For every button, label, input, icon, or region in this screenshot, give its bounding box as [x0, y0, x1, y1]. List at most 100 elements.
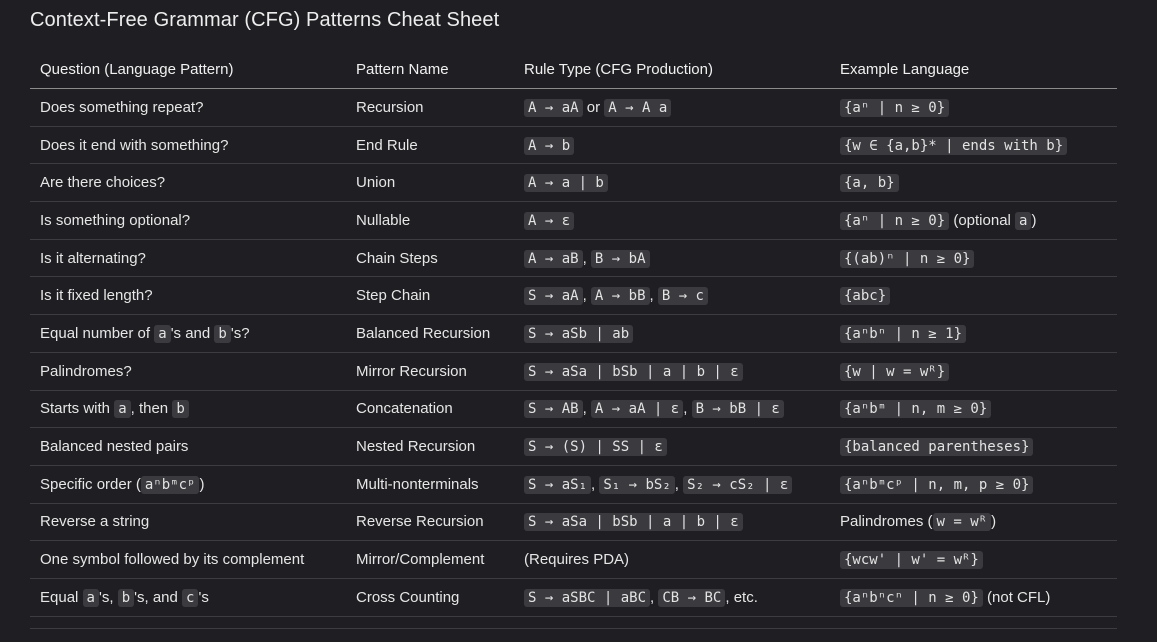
text-segment: 's, and	[134, 588, 183, 606]
text-segment: ,	[683, 400, 692, 418]
header-rule-type: Rule Type (CFG Production)	[514, 50, 830, 89]
text-segment: 's?	[230, 324, 250, 342]
pattern-name-cell: Nullable	[346, 201, 514, 240]
pattern-name-cell: Mirror/Complement	[346, 540, 514, 579]
inline-code: aⁿbᵐcᵖ	[140, 475, 200, 494]
table-row: Equal number of a's and b's?Balanced Rec…	[30, 314, 1117, 353]
inline-code: S → aSBC | aBC	[524, 588, 651, 607]
pattern-name-cell: Multi-nonterminals	[346, 465, 514, 504]
text-segment: Equal number of	[40, 324, 155, 342]
example-cell: {a, b}	[830, 163, 1117, 203]
inline-code: A → aA	[524, 98, 583, 117]
text-segment: Palindromes (	[840, 513, 933, 531]
question-cell: Palindromes?	[30, 352, 346, 391]
rule-cell: S → aS₁, S₁ → bS₂, S₂ → cS₂ | ε	[514, 465, 830, 504]
inline-code: S → aSa | bSb | a | b | ε	[524, 362, 743, 381]
inline-code: w = wᴿ	[932, 513, 992, 532]
inline-code: A → ε	[524, 211, 575, 230]
text-segment: Is something optional?	[40, 211, 191, 229]
rule-cell: S → aSa | bSb | a | b | ε	[514, 503, 830, 542]
inline-code: {abc}	[840, 287, 891, 306]
question-cell: Equal a's, b's, and c's	[30, 578, 346, 617]
text-segment: ,	[582, 287, 591, 305]
rule-cell: A → aA or A → A a	[514, 88, 830, 127]
pattern-name-cell: Nested Recursion	[346, 427, 514, 466]
table-row: Palindromes? Mirror Recursion S → aSa | bS…	[30, 352, 1117, 391]
inline-code: {w | w = wᴿ}	[840, 362, 950, 381]
question-cell: Is something optional?	[30, 201, 346, 240]
pattern-name-cell: Chain Steps	[346, 239, 514, 278]
question-cell: Are there choices?	[30, 163, 346, 203]
example-cell: {aⁿbⁿcⁿ | n ≥ 0} (not CFL)	[830, 578, 1117, 617]
text-segment: ,	[591, 475, 600, 493]
inline-code: S₁ → bS₂	[599, 475, 675, 494]
example-cell: {aⁿbⁿ | n ≥ 1}	[830, 314, 1117, 353]
inline-code: A → A a	[604, 98, 672, 117]
pattern-name-cell: End Rule	[346, 126, 514, 165]
text-segment: Specific order (	[40, 475, 141, 493]
text-segment: Equal	[40, 588, 83, 606]
text-segment: (Requires PDA)	[524, 551, 630, 569]
text-segment: (not CFL)	[982, 588, 1051, 606]
example-cell: {(ab)ⁿ | n ≥ 0}	[830, 239, 1117, 278]
inline-code: {(ab)ⁿ | n ≥ 0}	[840, 249, 975, 268]
text-segment: or	[582, 98, 605, 116]
question-cell: One symbol followed by its complement	[30, 540, 346, 579]
text-segment: 's,	[98, 588, 118, 606]
inline-code: {aⁿbᵐcᵖ | n, m, p ≥ 0}	[840, 475, 1034, 494]
inline-code: a	[82, 588, 99, 607]
question-cell: Equal number of a's and b's?	[30, 314, 346, 353]
rule-cell: A → ε	[514, 201, 830, 240]
inline-code: a	[1015, 211, 1032, 230]
rule-cell: A → a | b	[514, 163, 830, 203]
pattern-name-cell: Concatenation	[346, 390, 514, 429]
pattern-name-cell: Mirror Recursion	[346, 352, 514, 391]
example-cell: Palindromes (w = wᴿ)	[830, 503, 1117, 542]
inline-code: c	[182, 588, 199, 607]
text-segment: (optional	[949, 211, 1016, 229]
rule-cell: S → aSBC | aBC, CB → BC, etc.	[514, 578, 830, 617]
rule-cell: S → aSa | bSb | a | b | ε	[514, 352, 830, 391]
question-cell: Is it fixed length?	[30, 276, 346, 316]
text-segment: ,	[582, 400, 591, 418]
text-segment: Are there choices?	[40, 174, 166, 192]
inline-code: S → aSa | bSb | a | b | ε	[524, 513, 743, 532]
inline-code: b	[117, 588, 135, 607]
text-segment: ,	[674, 475, 684, 493]
inline-code: A → bB	[590, 287, 650, 306]
inline-code: A → b	[524, 136, 575, 155]
inline-code: B → c	[657, 287, 708, 306]
table-row: Specific order (aⁿbᵐcᵖ) Multi-nonterminal…	[30, 465, 1117, 504]
inline-code: B → bB | ε	[691, 400, 784, 419]
text-segment: Reverse a string	[40, 513, 150, 531]
text-segment: 's	[198, 588, 209, 606]
table-header: Question (Language Pattern) Pattern Name…	[30, 50, 1117, 89]
text-segment: , etc.	[725, 588, 758, 606]
example-cell: {aⁿbᵐ | n, m ≥ 0}	[830, 390, 1117, 429]
inline-code: a	[154, 324, 171, 343]
inline-code: A → aB	[524, 249, 583, 268]
inline-code: S₂ → cS₂ | ε	[683, 475, 793, 494]
text-segment: 's and	[170, 324, 215, 342]
text-segment: )	[1031, 211, 1037, 229]
text-segment: ,	[649, 287, 658, 305]
header-example-language: Example Language	[830, 50, 1117, 89]
inline-code: S → aSb | ab	[524, 324, 634, 343]
example-cell: {balanced parentheses}	[830, 427, 1117, 466]
pattern-name-cell: Cross Counting	[346, 578, 514, 617]
question-cell: Does something repeat?	[30, 88, 346, 127]
text-segment: )	[199, 475, 205, 493]
text-segment: ,	[582, 249, 591, 267]
question-cell: Balanced nested pairs	[30, 427, 346, 466]
header-question: Question (Language Pattern)	[30, 50, 346, 89]
text-segment: Palindromes?	[40, 362, 132, 380]
text-segment: )	[991, 513, 997, 531]
